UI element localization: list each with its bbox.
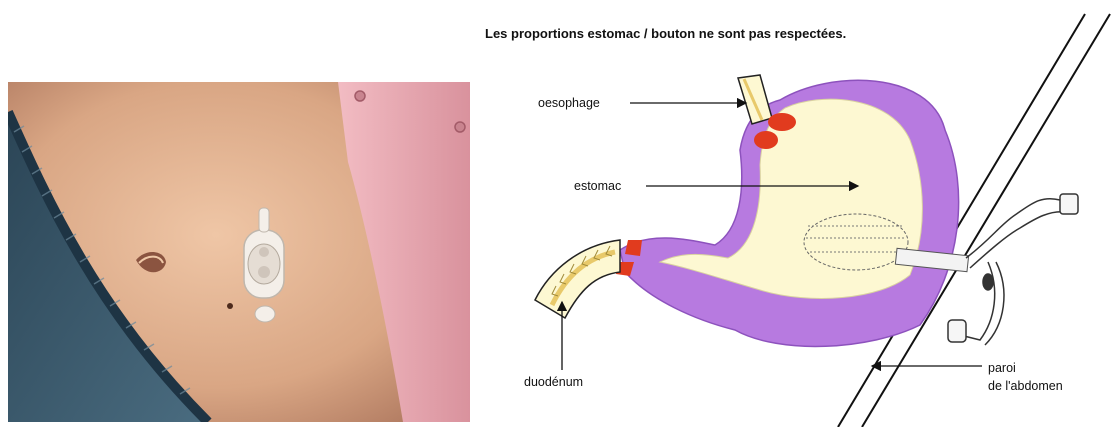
stomach-diagram: Les proportions estomac / bouton ne sont… <box>470 0 1118 427</box>
oesophagus <box>738 75 772 124</box>
stomach-lumen <box>660 99 922 298</box>
label-wall-line2: de l'abdomen <box>988 379 1063 393</box>
label-oesophagus: oesophage <box>538 96 600 110</box>
diagram-caption: Les proportions estomac / bouton ne sont… <box>485 26 846 41</box>
label-wall-line1: paroi <box>988 361 1016 375</box>
shirt-button <box>355 91 365 101</box>
mole <box>227 303 233 309</box>
duodenum <box>535 240 620 318</box>
label-stomach: estomac <box>574 179 621 193</box>
gastrostomy-button-photo <box>8 82 470 422</box>
label-duodenum: duodénum <box>524 375 583 389</box>
pylorus-sphincter <box>625 240 642 256</box>
cardia-sphincter <box>768 113 796 131</box>
